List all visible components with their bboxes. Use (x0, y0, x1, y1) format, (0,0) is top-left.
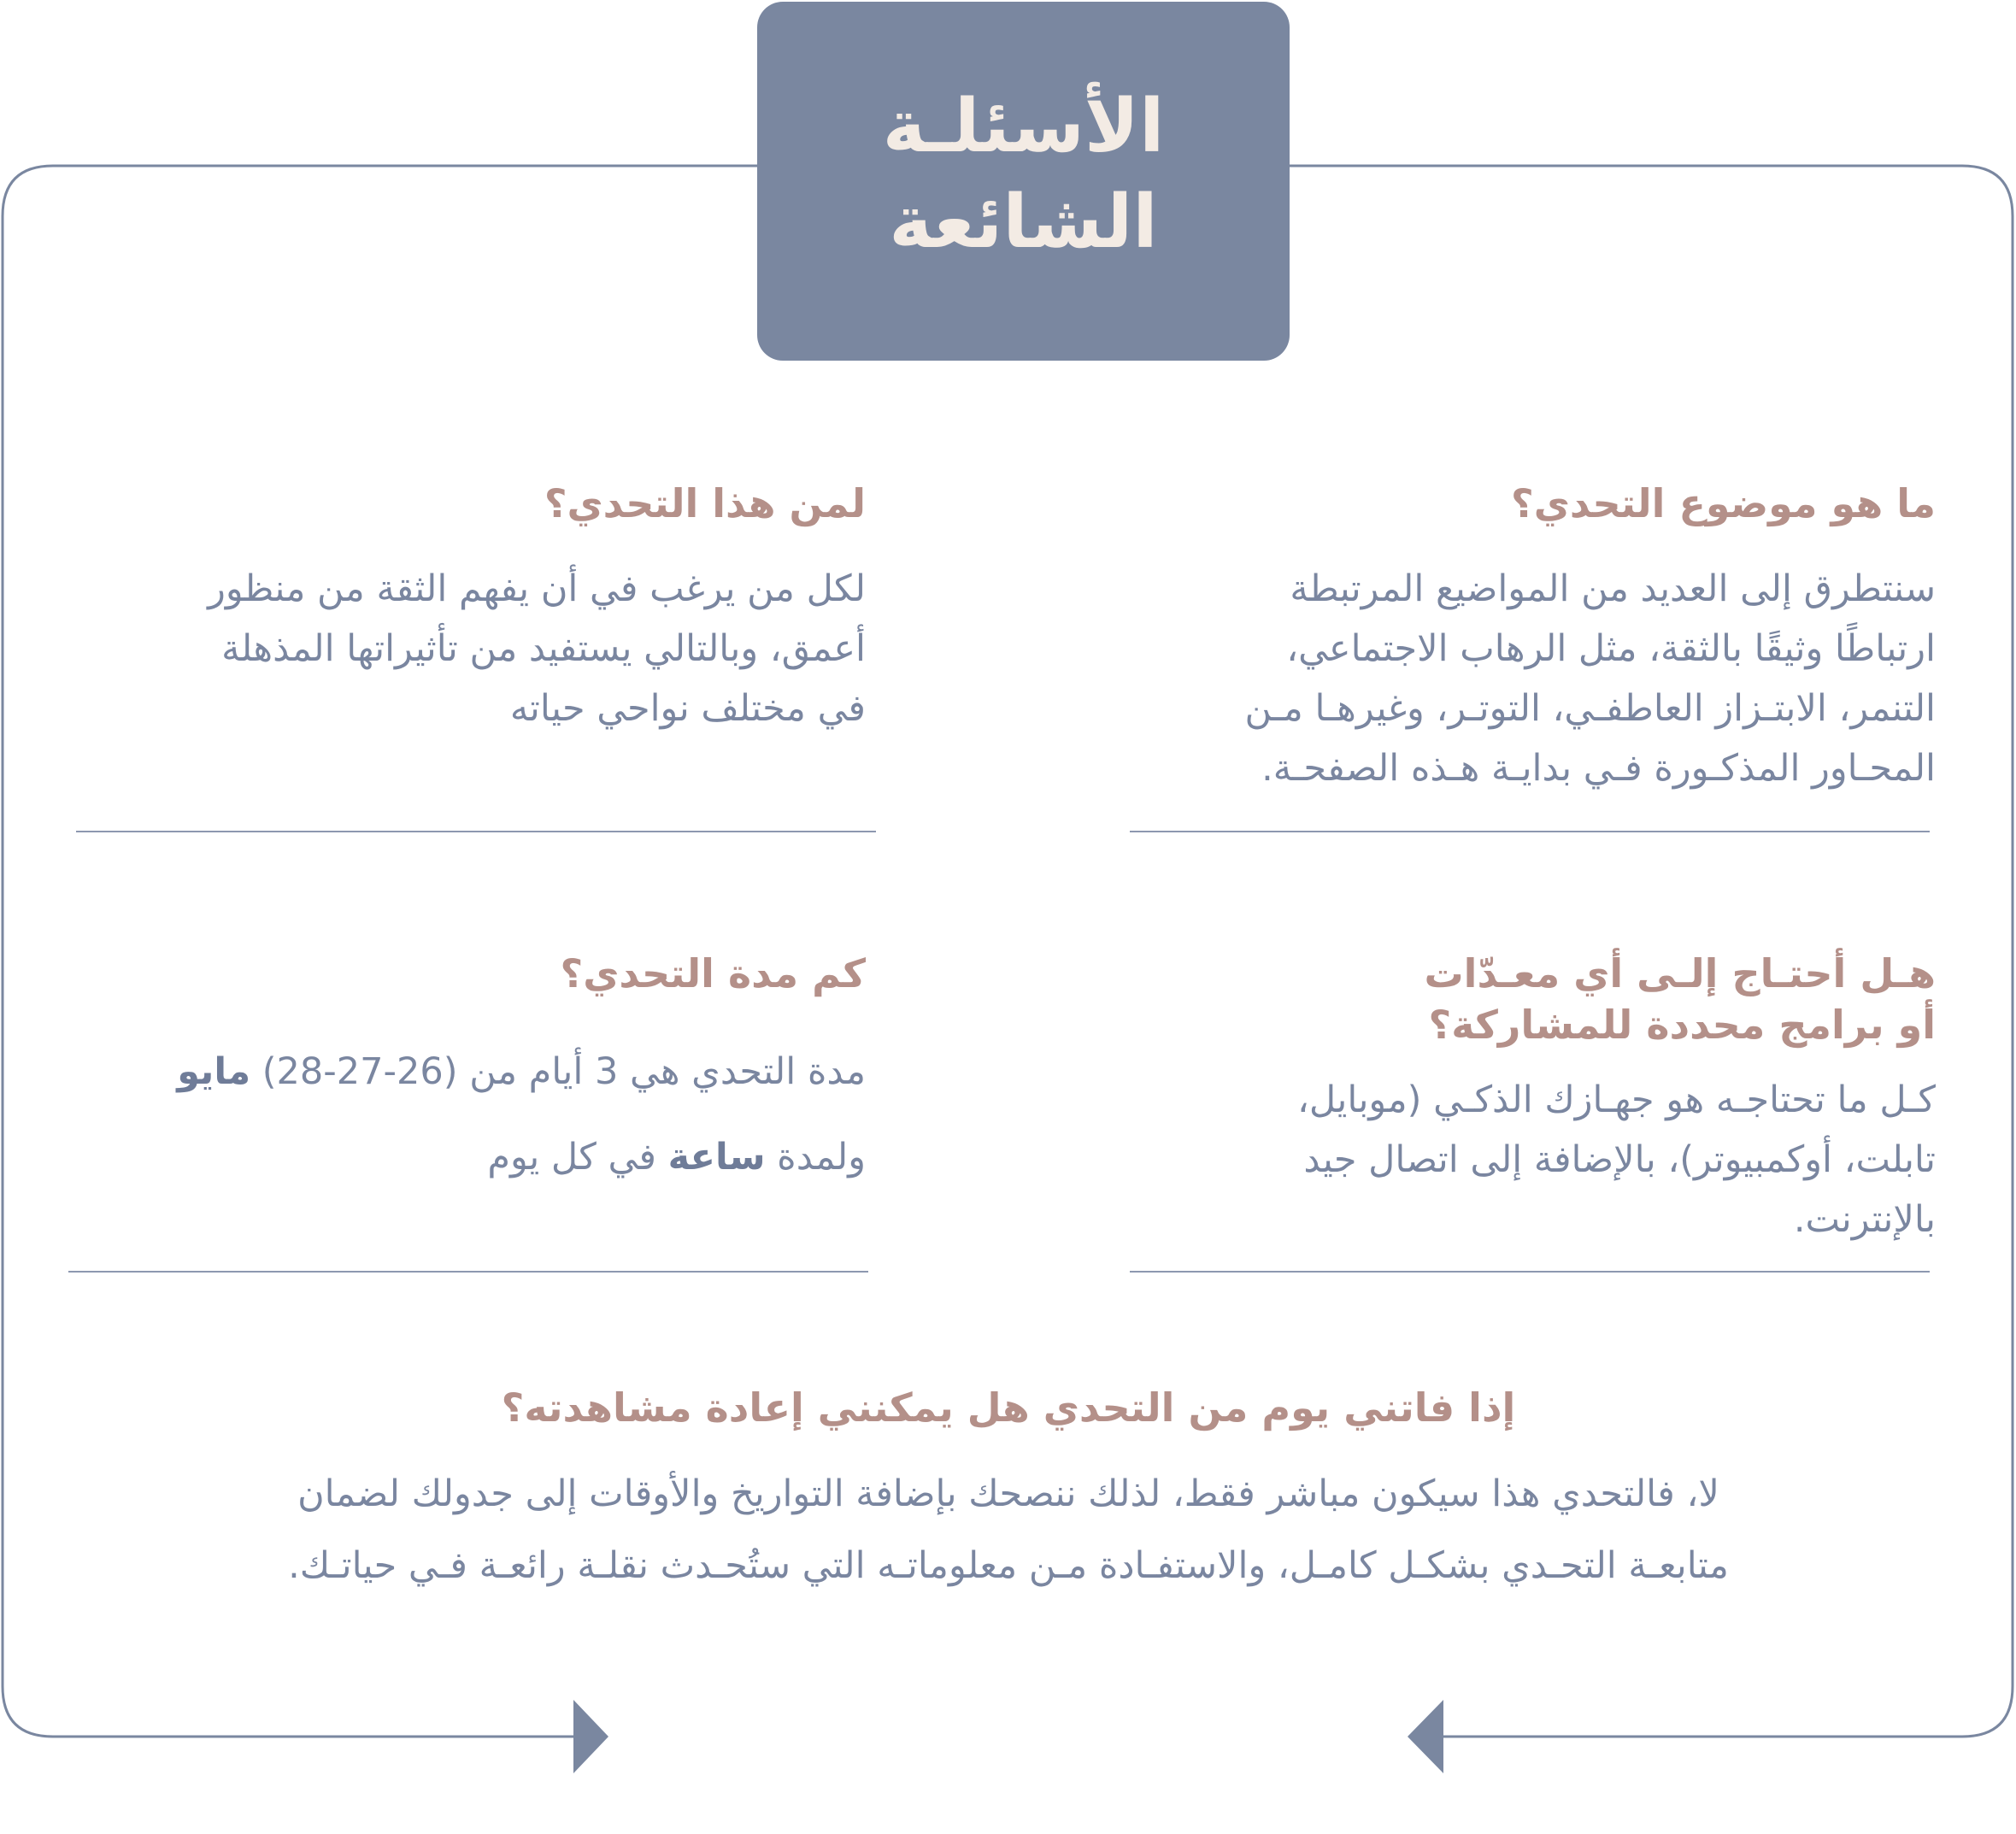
faq-q2-answer: لكل من يرغب في أن يفهم الثقة من منظور أع… (208, 559, 866, 738)
faq-q3-line: تابلت، أوكمبيوتر)، بالإضافة إلى اتصال جي… (1303, 1138, 1936, 1181)
faq-q4-hour: ساعة (667, 1136, 766, 1179)
faq-q3-question-line: هـل أحتـاج إلـى أي معـدّات (1424, 950, 1936, 996)
faq-title-box: الأسئلـة الشائعة (757, 2, 1290, 361)
faq-q1-line: التنمر، الابتـزاز العاطفـي، التوتـر، وغي… (1244, 687, 1936, 730)
faq-q2-line: أعمق، وبالتالي يستفيد من تأثيراتها المذه… (221, 627, 866, 670)
faq-q2-line: في مختلف نواحي حياته (509, 687, 866, 730)
faq-q4-line: ولمدة ساعة في كل يوم (177, 1114, 866, 1200)
faq-q4-line2-prefix: ولمدة (765, 1136, 866, 1179)
faq-q1-line: سنتطرق إلى العديد من المواضيع المرتبطة (1290, 567, 1936, 610)
faq-q1-answer: سنتطرق إلى العديد من المواضيع المرتبطة ا… (1244, 559, 1936, 798)
faq-q3-line: بالإنترنت. (1793, 1198, 1936, 1241)
faq-q1-line: المحـاور المذكـورة فـي بدايـة هـذه الصفح… (1261, 747, 1936, 790)
faq-q3-question-line: أو برامج محددة للمشاركة؟ (1428, 1002, 1936, 1048)
page-title-line1: الأسئلـة (882, 84, 1165, 169)
faq-q3-line: كـل ما تحتاجـه هو جهـازك الذكـي (موبايل، (1296, 1079, 1936, 1121)
arrow-right-head-icon (573, 1700, 608, 1773)
faq-q1-question: ما هو موضوع التحدي؟ (1511, 480, 1936, 526)
faq-q4-question: كم مدة التحدي؟ (560, 950, 866, 996)
faq-q5-line: متابعـة التحـدي بشكـل كامـل، والاستفـادة… (288, 1544, 1729, 1587)
divider (76, 831, 876, 832)
faq-q5-line: لا، فالتحدي هذا سيكون مباشر فقط، لذلك نن… (297, 1472, 1719, 1515)
faq-q5-question: إذا فاتني يوم من التحدي هل يمكنني إعادة … (501, 1384, 1516, 1431)
faq-q2-question: لمن هذا التحدي؟ (544, 480, 866, 526)
faq-q4-dates: (26-27-28) (262, 1050, 458, 1093)
faq-q4-line2-suffix: في كل يوم (487, 1136, 668, 1179)
faq-q4-line: مدة التحدي هي 3 أيام من (26-27-28) مايو (177, 1029, 866, 1114)
page-title-line2: الشائعة (889, 179, 1158, 265)
divider (1130, 1271, 1930, 1273)
faq-q3-answer: كـل ما تحتاجـه هو جهـازك الذكـي (موبايل،… (1297, 1070, 1936, 1249)
faq-q2-line: لكل من يرغب في أن يفهم الثقة من منظور (208, 567, 866, 610)
arrow-left-head-icon (1408, 1700, 1443, 1773)
divider (68, 1271, 868, 1273)
faq-q4-duration-text: مدة التحدي هي 3 أيام من (457, 1050, 866, 1093)
divider (1130, 831, 1930, 832)
faq-q5-answer: لا، فالتحدي هذا سيكون مباشر فقط، لذلك نن… (111, 1458, 1906, 1602)
faq-q4-month: مايو (177, 1050, 251, 1093)
faq-q4-answer: مدة التحدي هي 3 أيام من (26-27-28) مايو … (177, 1029, 866, 1200)
faq-q1-line: ارتباطًا وثيقًا بالثقة، مثل الرهاب الاجت… (1286, 627, 1936, 670)
faq-q3-question: هـل أحتـاج إلـى أي معـدّات أو برامج محدد… (1424, 945, 1936, 1053)
